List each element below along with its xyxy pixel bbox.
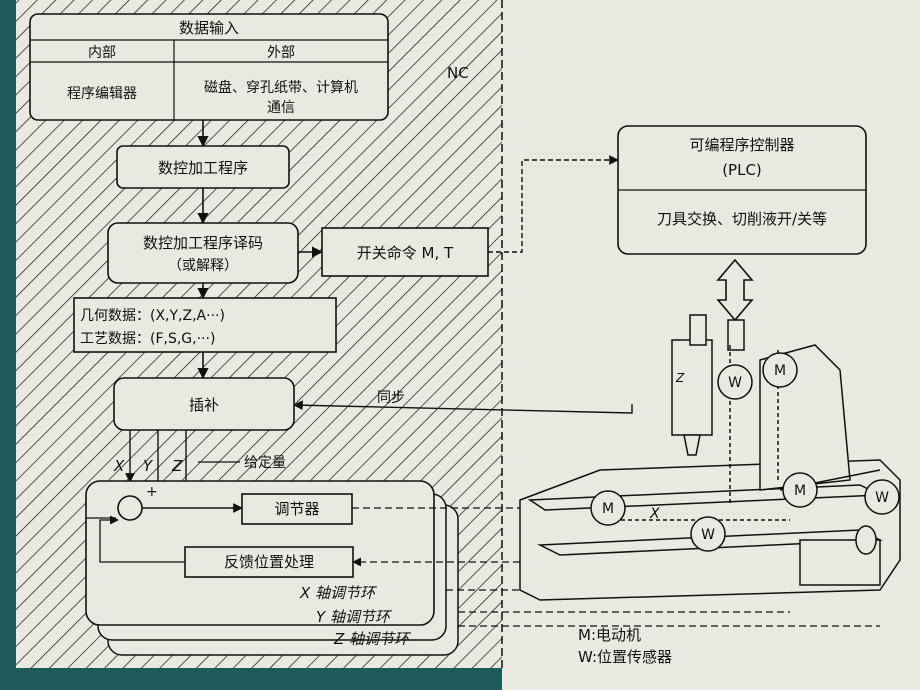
machine-z-label: Z [675,371,685,385]
nc-program-block: 数控加工程序 [116,145,290,189]
legend-motor: M:电动机 [578,626,641,644]
plc-block: 可编程序控制器 (PLC) 刀具交换、切削液开/关等 [617,125,867,255]
motor-m-label: M [794,483,806,499]
interpolation-block: 插补 [113,377,295,431]
motor-m-label: M [774,363,786,379]
regulator-box [241,493,353,525]
axis-x-label: X [113,457,125,475]
proc-data-text: 工艺数据：(F,S,G,···) [80,331,215,347]
program-editor-text: 程序编辑器 [67,86,137,102]
y-loop-label: Y 轴调节环 [316,608,393,626]
setpoint-label: 给定量 [244,455,286,471]
sync-label: 同步 [377,390,405,406]
regulator-text: 调节器 [274,500,319,518]
x-loop-label: X 轴调节环 [299,584,378,602]
axis-y-label: Y [143,457,154,475]
motor-m-label: M [602,501,614,517]
machine-tool [519,314,901,601]
plc-title: 可编程序控制器 [689,136,794,154]
nc-program-text: 数控加工程序 [158,159,248,177]
data-block: 几何数据：(X,Y,Z,A···) 工艺数据：(F,S,G,···) [73,297,337,353]
sensor-w-label: W [728,375,742,391]
internal-label: 内部 [88,45,116,61]
external-label: 外部 [267,45,295,61]
decode-sub-text: （或解释） [168,258,238,274]
switch-command-block: 开关命令 M, T [321,227,489,277]
geo-data-text: 几何数据：(X,Y,Z,A···) [80,308,225,324]
feedback-text: 反馈位置处理 [224,553,314,571]
plc-items: 刀具交换、切削液开/关等 [657,210,827,228]
decode-text: 数控加工程序译码 [143,234,263,252]
machine-labels: W M M W M W X Z [602,363,889,543]
nc-label: NC [447,64,469,82]
axis-z-label: Z [171,457,183,475]
external-comm-text: 通信 [267,100,295,116]
plc-sub: (PLC) [722,161,762,179]
external-media-text: 磁盘、穿孔纸带、计算机 [204,79,358,96]
data-input-title: 数据输入 [179,19,239,37]
decode-block: 数控加工程序译码 （或解释） [107,222,299,284]
sensor-w-label: W [701,527,715,543]
z-loop-label: Z 轴调节环 [333,630,412,648]
machine-x-label: X [649,506,660,522]
data-input-block: 数据输入 内部 外部 程序编辑器 磁盘、穿孔纸带、计算机 通信 [29,13,389,121]
switch-command-text: 开关命令 M, T [357,244,454,262]
control-loops: + 调节器 反馈位置处理 X 轴调节环 Y 轴调节环 Z 轴调节环 [85,480,880,656]
sensor-w-label: W [875,490,889,506]
interpolation-text: 插补 [189,396,219,414]
svg-text:+: + [146,484,158,500]
legend-sensor: W:位置传感器 [578,648,672,666]
